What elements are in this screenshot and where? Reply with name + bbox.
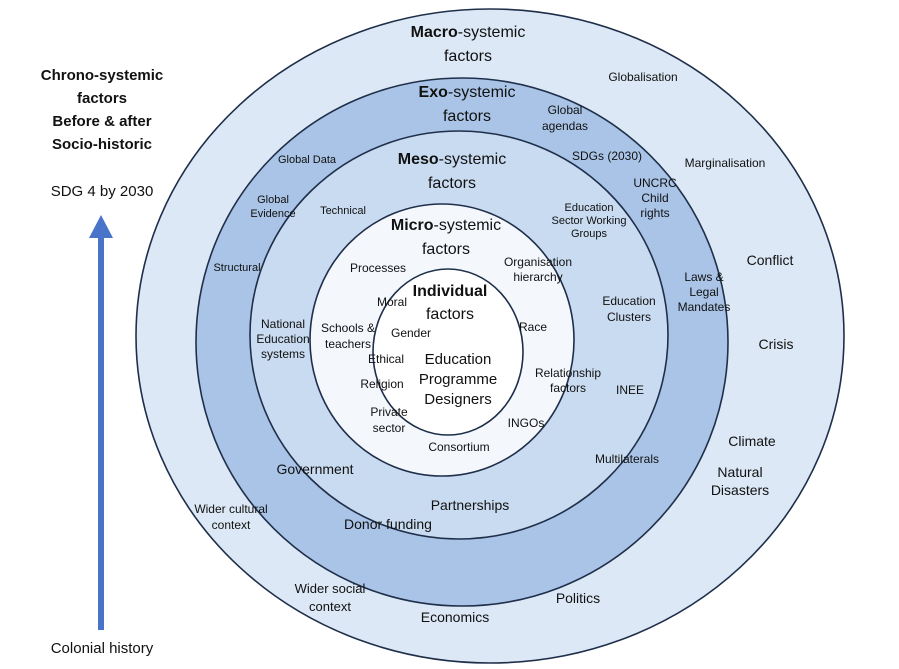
politics-label: Politics [556, 590, 600, 606]
exo-systemic-title-line2: factors [443, 108, 491, 125]
consortium-label: Consortium [428, 440, 489, 454]
time-arrow-head [89, 215, 113, 238]
exo-systemic-title: Exo-systemic [419, 84, 516, 101]
chrono-line: Before & after [52, 113, 152, 130]
globalisation-label: Globalisation [608, 70, 677, 84]
meso-systemic-title: Meso-systemic [398, 151, 506, 168]
macro-systemic-title-line2: factors [444, 48, 492, 65]
donor-funding-label: Donor funding [344, 516, 432, 532]
individual-ring [372, 268, 524, 436]
ingos-label: INGOs [508, 416, 545, 430]
individual-title: Individual [413, 283, 488, 300]
conflict-label: Conflict [747, 252, 794, 268]
religion-label: Religion [360, 377, 403, 391]
macro-systemic-title: Macro-systemic [411, 24, 526, 41]
global-data-label: Global Data [278, 154, 337, 166]
ethical-label: Ethical [368, 352, 404, 366]
crisis-label: Crisis [759, 336, 794, 352]
sdg4-label: SDG 4 by 2030 [50, 183, 154, 200]
sdgs-2030-label: SDGs (2030) [572, 149, 642, 163]
meso-systemic-title-line2: factors [428, 175, 476, 192]
government-label: Government [276, 461, 353, 477]
inee-label: INEE [616, 383, 644, 397]
chrono-systemic-title: Chrono-systemic factors Before & after S… [18, 64, 186, 156]
marginalisation-label: Marginalisation [685, 156, 766, 170]
technical-label: Technical [320, 205, 366, 217]
schools-teachers-label: Schools &teachers [321, 321, 375, 351]
chrono-line: factors [76, 90, 128, 107]
micro-systemic-title: Micro-systemic [391, 217, 501, 234]
processes-label: Processes [350, 261, 406, 275]
chrono-line: Chrono-systemic [40, 67, 164, 84]
multilaterals-label: Multilaterals [595, 452, 659, 466]
race-label: Race [519, 320, 547, 334]
partnerships-label: Partnerships [431, 497, 510, 513]
structural-label: Structural [213, 262, 260, 274]
micro-systemic-title-line2: factors [422, 241, 470, 258]
gender-label: Gender [391, 326, 431, 340]
individual-title-line2: factors [426, 306, 474, 323]
economics-label: Economics [421, 609, 489, 625]
chrono-line: Socio-historic [51, 136, 152, 153]
moral-label: Moral [377, 295, 407, 309]
climate-label: Climate [728, 433, 776, 449]
colonial-history-label: Colonial history [50, 640, 154, 657]
